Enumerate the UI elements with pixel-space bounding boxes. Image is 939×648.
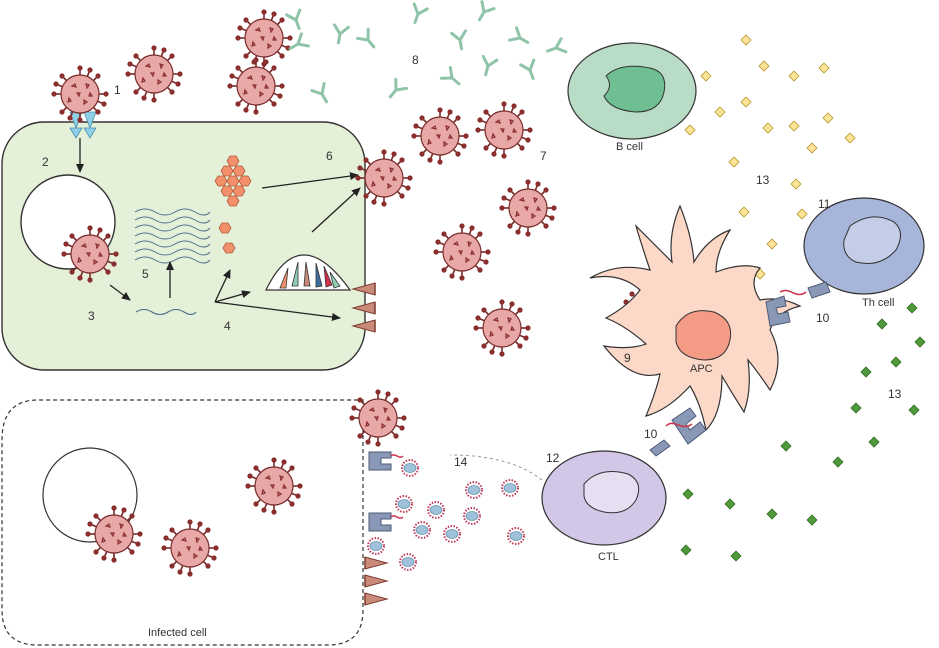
step-number: 8 bbox=[412, 53, 419, 67]
antibody bbox=[285, 0, 568, 107]
apc-nucleus bbox=[675, 310, 732, 361]
b-cell-nucleus bbox=[603, 65, 666, 113]
step-number: 2 bbox=[42, 155, 49, 169]
step-number: 14 bbox=[454, 455, 468, 469]
infected-cell-spike-protein bbox=[364, 556, 388, 606]
step-number: 1 bbox=[114, 83, 121, 97]
er-golgi-assembly bbox=[265, 254, 352, 291]
step-number: 10 bbox=[816, 311, 830, 325]
th-cell-nucleus bbox=[843, 216, 901, 264]
viral-rna-single bbox=[135, 308, 197, 316]
viral-rna-strands bbox=[134, 208, 211, 264]
ctl-attack-path bbox=[449, 454, 543, 481]
step-number: 7 bbox=[540, 149, 547, 163]
pathway-arrows bbox=[76, 138, 361, 321]
apc-label: APC bbox=[690, 363, 713, 375]
step-number: 5 bbox=[142, 267, 149, 281]
apc-mhc-ii bbox=[765, 289, 807, 327]
b-cell-label: B cell bbox=[616, 141, 643, 153]
th-cell-tcr bbox=[807, 281, 831, 299]
membrane-spike-protein bbox=[352, 282, 376, 333]
th-cell-label: Th cell bbox=[862, 297, 894, 309]
infected-cell-label: Infected cell bbox=[148, 627, 207, 639]
apc-mhc-i bbox=[649, 407, 707, 457]
step-number: 4 bbox=[224, 319, 231, 333]
step-number: 3 bbox=[88, 309, 95, 323]
step-number: 13 bbox=[756, 173, 770, 187]
infected-cell bbox=[1, 399, 364, 646]
step-number: 11 bbox=[818, 197, 831, 211]
step-number: 10 bbox=[644, 427, 658, 441]
infected-cell-mhc-i bbox=[368, 451, 404, 532]
ctl-nucleus bbox=[583, 471, 640, 514]
step-number: 13 bbox=[888, 387, 902, 401]
step-numbers: 1 2 3 4 5 6 7 8 9 10 10 11 12 13 13 14 bbox=[42, 53, 902, 469]
nucleocapsid-proteins bbox=[214, 155, 252, 254]
step-number: 12 bbox=[546, 451, 560, 465]
step-number: 9 bbox=[624, 351, 631, 365]
step-number: 6 bbox=[326, 149, 333, 163]
ctl-label: CTL bbox=[598, 551, 619, 563]
